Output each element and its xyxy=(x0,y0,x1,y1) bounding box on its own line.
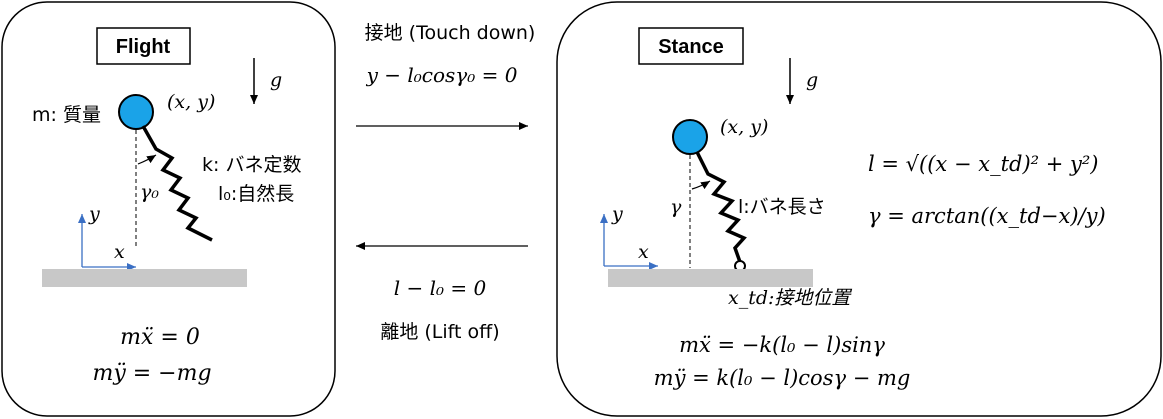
flight-position-label: (x, y) xyxy=(167,91,215,113)
flight-equation-x: mẍ = 0 xyxy=(120,325,200,350)
stance-gravity-label: g xyxy=(806,69,818,91)
stance-equation-y: mÿ = k(l₀ − l)cosγ − mg xyxy=(654,366,911,390)
flight-ground xyxy=(42,269,247,287)
liftoff-condition: l − l₀ = 0 xyxy=(394,276,487,300)
flight-angle-label: γ₀ xyxy=(140,181,159,203)
stance-contact-label: x_td:接地位置 xyxy=(728,287,852,309)
stance-panel: Stance g (x, y) γ l:バネ長さ y x x_td:接地位置 l… xyxy=(556,1,1162,417)
stance-angle-equation: γ = arctan((x_td−x)/y) xyxy=(868,204,1106,228)
stance-axis-y-label: y xyxy=(611,203,623,225)
liftoff-label: 離地 (Lift off) xyxy=(380,321,499,343)
stance-panel-border xyxy=(556,1,1162,417)
stance-mass-circle xyxy=(672,119,708,155)
stance-position-label: (x, y) xyxy=(720,116,768,138)
stance-spring-label: l:バネ長さ xyxy=(738,196,826,218)
stance-spring xyxy=(695,151,747,263)
flight-axis-y-label: y xyxy=(88,203,100,225)
stance-equation-x: mẍ = −k(l₀ − l)sinγ xyxy=(679,333,885,357)
flight-title: Flight xyxy=(116,36,171,58)
stance-angle-label: γ xyxy=(670,196,682,218)
flight-axis-x-label: x xyxy=(114,241,125,263)
stance-length-equation: l = √((x − x_td)² + y²) xyxy=(868,152,1098,176)
flight-angle-arc xyxy=(137,154,157,165)
flight-rest-length-label: l₀:自然長 xyxy=(218,183,294,205)
flight-gravity-label: g xyxy=(270,69,282,91)
flight-spring xyxy=(141,125,213,242)
stance-ground xyxy=(608,269,813,287)
stance-angle-arc xyxy=(691,180,711,190)
flight-title-box xyxy=(96,27,191,65)
flight-mass-label: m: 質量 xyxy=(32,104,101,126)
stance-title-box xyxy=(638,27,744,65)
flight-mass-circle xyxy=(118,94,154,130)
flight-panel-border xyxy=(1,1,336,417)
touchdown-condition: y − l₀cosγ₀ = 0 xyxy=(366,63,518,87)
flight-panel: Flight g m: 質量 (x, y) γ₀ k: バネ定数 l₀:自然長 … xyxy=(1,1,336,417)
flight-spring-label: k: バネ定数 xyxy=(202,154,301,176)
stance-title: Stance xyxy=(658,36,724,58)
transition-area: 接地 (Touch down) y − l₀cosγ₀ = 0 l − l₀ =… xyxy=(356,22,535,343)
flight-equation-y: mÿ = −mg xyxy=(92,361,211,386)
stance-axis-x-label: x xyxy=(638,241,649,263)
touchdown-label: 接地 (Touch down) xyxy=(365,22,536,44)
